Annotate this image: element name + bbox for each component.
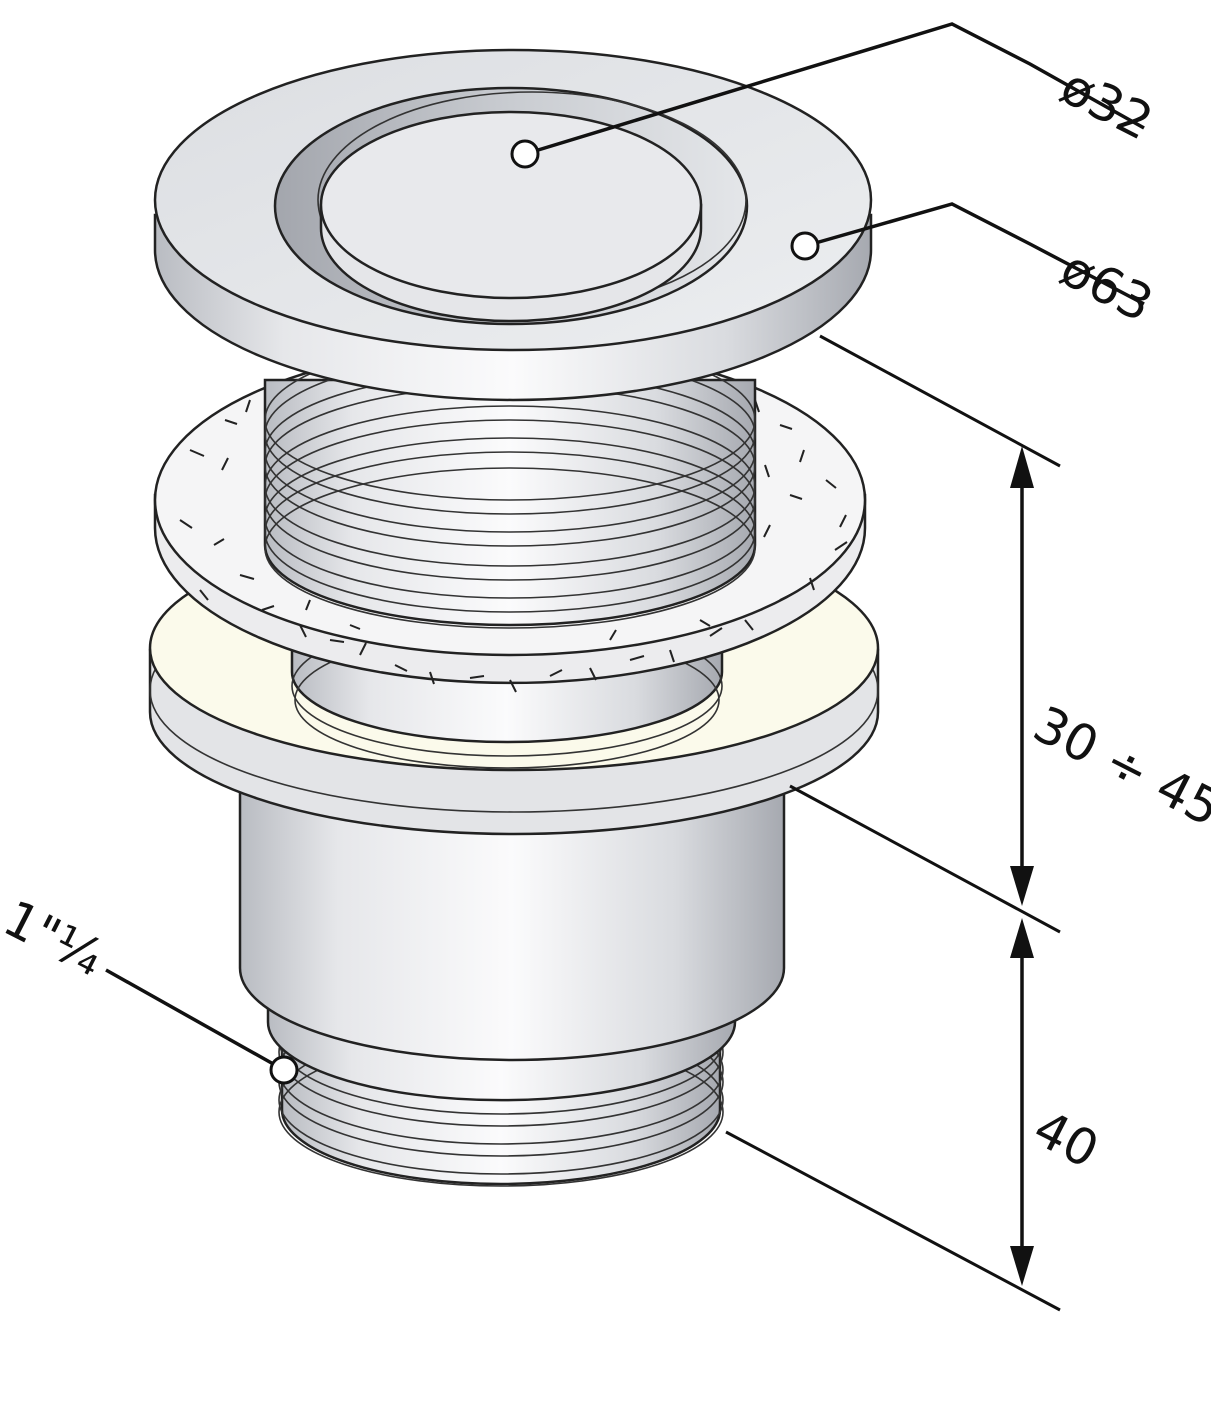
- label-clamp-range: 30 ÷ 45: [1025, 695, 1211, 838]
- label-flange-diameter: ø63: [1052, 239, 1162, 333]
- lower-body: [238, 758, 786, 1062]
- label-thread-size: 1"¼: [0, 889, 113, 988]
- label-tail-length: 40: [1025, 1099, 1108, 1180]
- upper-thread: [263, 339, 757, 629]
- dimension-40: [1010, 918, 1034, 1286]
- dimension-30-45: [1010, 446, 1034, 906]
- callout-thread: [105, 968, 299, 1085]
- callout-flange-diameter: [790, 202, 1145, 306]
- label-cap-diameter: ø32: [1052, 57, 1162, 151]
- extension-lines: [725, 334, 1061, 1312]
- pop-up-cap: [319, 110, 703, 323]
- callout-cap-diameter: [510, 22, 1145, 169]
